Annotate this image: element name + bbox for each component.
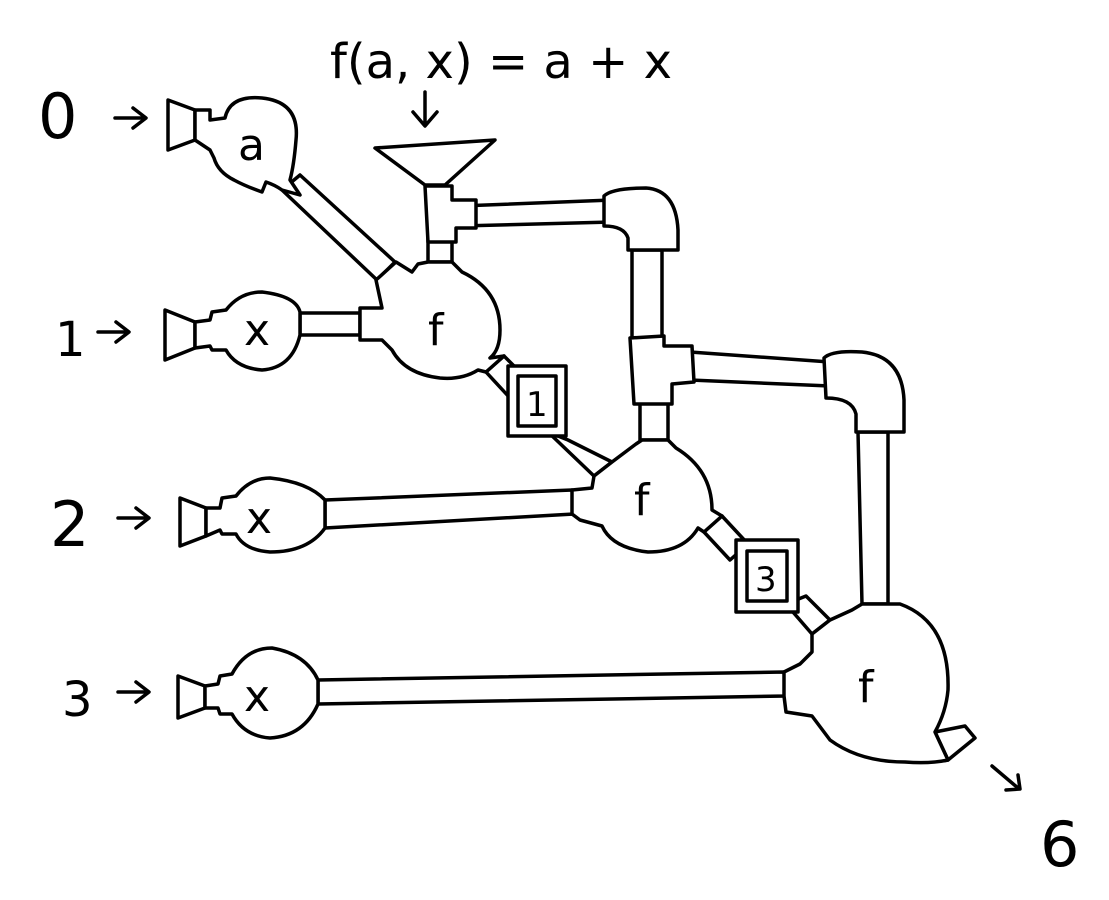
intermediate-value-3: 3 xyxy=(755,560,777,600)
function-node-f2-label: f xyxy=(634,475,651,526)
input-0-arrow xyxy=(113,106,148,130)
function-node-f3-label: f xyxy=(858,662,875,713)
pipe-mid-horizontal xyxy=(688,350,832,388)
input-2-label: 2 xyxy=(50,488,89,561)
output-arrow xyxy=(990,764,1022,792)
bulb-x1-label: x xyxy=(244,305,270,356)
pipe-tee-funnel xyxy=(423,184,478,244)
pipe-tee-to-f2 xyxy=(638,398,670,442)
pipe-right-vertical xyxy=(856,430,890,606)
horn-inlet-x2 xyxy=(178,496,208,548)
function-node-f1-label: f xyxy=(428,305,445,356)
pipe-x3-to-f3 xyxy=(316,670,788,706)
pipe-elbow-right xyxy=(822,349,906,434)
pipe-x1-to-f1 xyxy=(298,311,362,337)
formula-down-arrow xyxy=(411,90,439,128)
horn-inlet-x1 xyxy=(163,308,197,362)
bulb-a-label: a xyxy=(238,120,265,171)
pipe-x2-to-f2 xyxy=(323,488,576,530)
pipe-top-horizontal xyxy=(458,198,614,228)
output-value: 6 xyxy=(1040,808,1079,881)
bulb-x1 xyxy=(193,290,302,372)
bulb-x3-label: x xyxy=(244,671,270,722)
pipe-elbow-top xyxy=(602,186,680,252)
input-1-arrow xyxy=(96,320,131,344)
intermediate-box-3: 3 xyxy=(734,538,800,614)
function-node-f3 xyxy=(782,602,950,765)
intermediate-value-1: 1 xyxy=(526,385,548,425)
bulb-x2 xyxy=(204,476,327,554)
funnel-icon xyxy=(373,138,497,187)
input-0-label: 0 xyxy=(38,80,77,153)
horn-inlet-x3 xyxy=(176,674,207,720)
input-3-label: 3 xyxy=(62,672,93,728)
bulb-a xyxy=(193,95,302,197)
function-node-f2 xyxy=(570,438,724,554)
bulb-x2-label: x xyxy=(246,493,272,544)
formula-label: f(a, x) = a + x xyxy=(330,34,672,90)
intermediate-box-1: 1 xyxy=(506,364,568,438)
horn-inlet-a xyxy=(166,98,197,152)
input-3-arrow xyxy=(116,680,151,704)
pipe-tee-mid xyxy=(628,334,696,406)
input-2-arrow xyxy=(116,506,151,530)
input-1-label: 1 xyxy=(55,312,86,368)
function-node-f1 xyxy=(358,260,506,381)
bulb-x3 xyxy=(203,646,320,740)
pipe-top-vertical xyxy=(630,248,664,342)
